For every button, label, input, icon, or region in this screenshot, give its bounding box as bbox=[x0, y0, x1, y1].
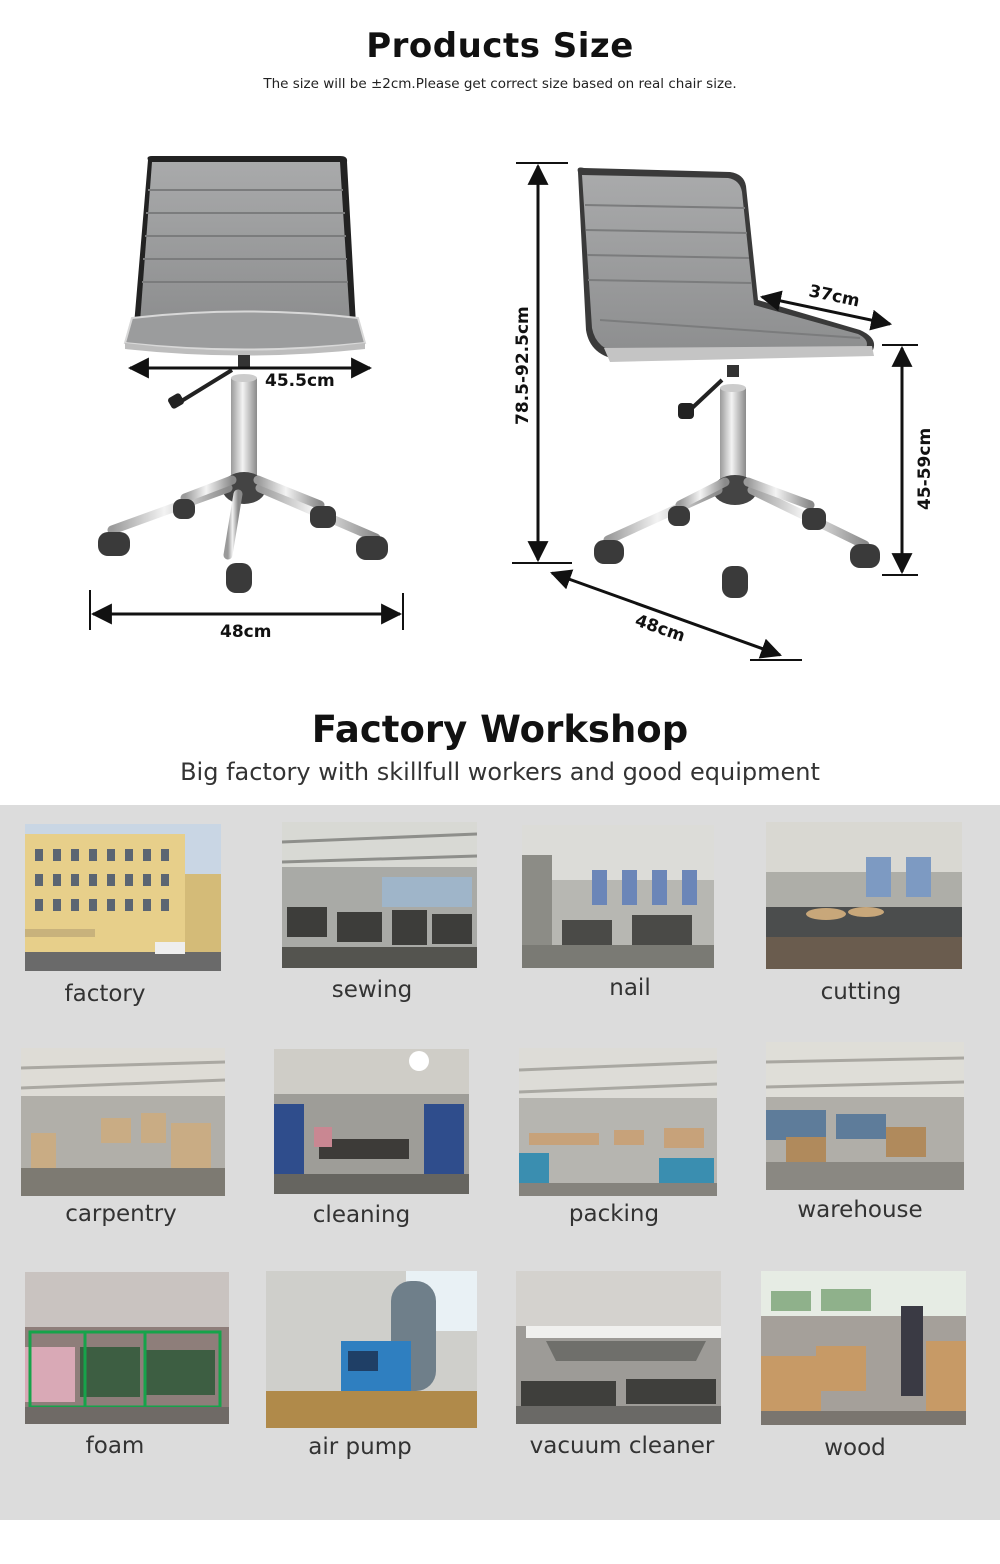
packing-room-photo bbox=[519, 1048, 717, 1196]
factory-workshop-title: Factory Workshop bbox=[311, 708, 689, 751]
air-pump-photo bbox=[266, 1271, 477, 1428]
photo-caption: cleaning bbox=[312, 1202, 411, 1228]
dim-total-height: 78.5-92.5cm bbox=[513, 306, 533, 425]
factory-workshop-subtitle: Big factory with skillfull workers and g… bbox=[180, 758, 820, 786]
dim-base-width-front: 48cm bbox=[220, 622, 271, 642]
wood-storage-photo bbox=[761, 1271, 966, 1425]
vacuum-cleaner-photo bbox=[516, 1271, 721, 1424]
dim-seat-height: 45-59cm bbox=[915, 428, 935, 510]
factory-photo-gallery: factory sewing nail bbox=[0, 805, 1000, 1520]
photo-caption: wood bbox=[824, 1435, 886, 1461]
photo-caption: packing bbox=[568, 1201, 660, 1227]
photo-caption: factory bbox=[64, 981, 146, 1007]
photo-caption: sewing bbox=[331, 977, 413, 1003]
side-chair-picture bbox=[577, 167, 880, 598]
photo-caption: nail bbox=[609, 975, 651, 1001]
photo-caption: air pump bbox=[308, 1434, 412, 1460]
factory-building-photo bbox=[25, 824, 221, 971]
chair-dimension-illustration: 45.5cm 48cm bbox=[89, 156, 935, 661]
photo-caption: vacuum cleaner bbox=[529, 1433, 715, 1459]
foam-storage-photo bbox=[25, 1272, 229, 1424]
carpentry-room-photo bbox=[21, 1048, 225, 1196]
cleaning-room-photo bbox=[274, 1049, 469, 1194]
products-size-subtitle: The size will be ±2cm.Please get correct… bbox=[263, 76, 737, 92]
dim-seat-width: 45.5cm bbox=[265, 371, 335, 391]
photo-caption: foam bbox=[85, 1433, 145, 1459]
warehouse-photo bbox=[766, 1042, 964, 1190]
nail-room-photo bbox=[522, 825, 714, 968]
dim-base-width-side: 48cm bbox=[632, 611, 687, 647]
sewing-room-photo bbox=[282, 822, 477, 968]
front-chair-picture bbox=[98, 156, 388, 593]
photo-caption: carpentry bbox=[65, 1201, 177, 1227]
photo-caption: warehouse bbox=[797, 1197, 923, 1223]
photo-caption: cutting bbox=[820, 979, 902, 1005]
cutting-room-photo bbox=[766, 822, 962, 969]
products-size-title: Products Size bbox=[366, 26, 634, 66]
